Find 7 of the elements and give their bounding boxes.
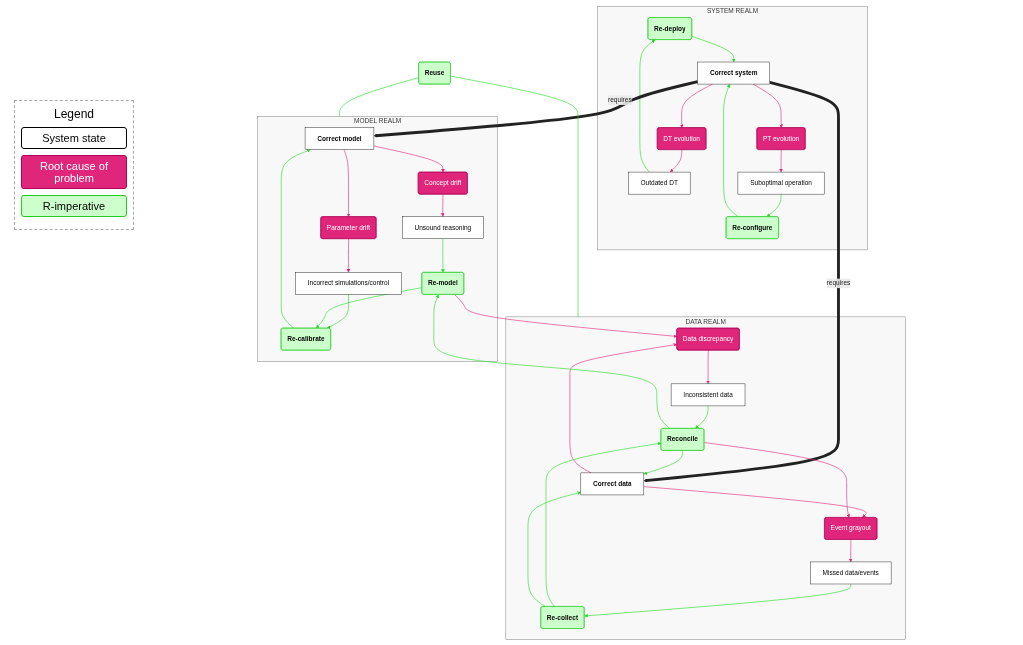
legend-swatch: System state	[21, 127, 127, 149]
connector	[450, 75, 579, 317]
connector	[339, 76, 419, 117]
legend-swatch: R-imperative	[21, 195, 127, 217]
arrow	[373, 79, 698, 137]
legend-swatch: Root cause of problem	[21, 155, 127, 189]
legend-title: Legend	[52, 107, 95, 121]
